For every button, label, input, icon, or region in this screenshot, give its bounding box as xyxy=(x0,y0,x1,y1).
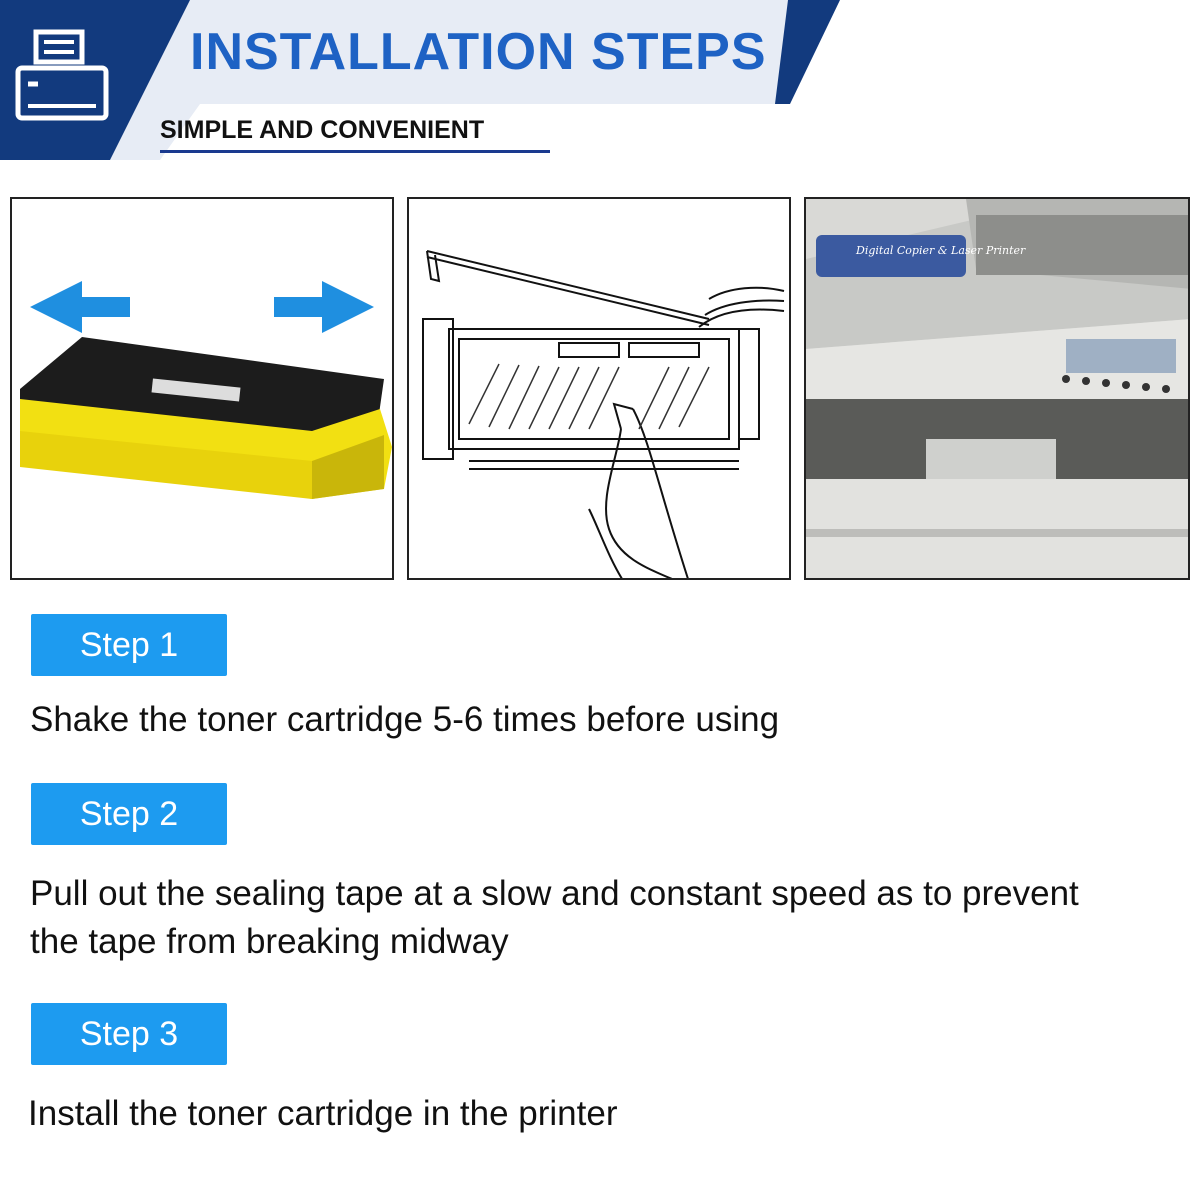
arrow-right-icon xyxy=(274,281,374,333)
step-1-badge: Step 1 xyxy=(31,614,227,676)
toner-cartridge-shake-image xyxy=(10,197,394,580)
page-subtitle: SIMPLE AND CONVENIENT xyxy=(160,116,485,144)
printer-label-text: Digital Copier & Laser Printer xyxy=(855,244,1026,257)
step-2-badge: Step 2 xyxy=(31,783,227,845)
subtitle-underline xyxy=(160,150,550,153)
header-banner: INSTALLATION STEPS SIMPLE AND CONVENIENT xyxy=(0,0,1200,160)
page-title: INSTALLATION STEPS xyxy=(190,23,767,81)
step-3-badge: Step 3 xyxy=(31,1003,227,1065)
arrow-left-icon xyxy=(30,281,130,333)
printer-photo: Digital Copier & Laser Printer xyxy=(804,197,1190,580)
step-2-text: Pull out the sealing tape at a slow and … xyxy=(30,874,1079,961)
step-1-text: Shake the toner cartridge 5-6 times befo… xyxy=(30,700,780,739)
sealing-tape-pull-illustration xyxy=(407,197,791,580)
step-3-text: Install the toner cartridge in the print… xyxy=(28,1094,618,1133)
